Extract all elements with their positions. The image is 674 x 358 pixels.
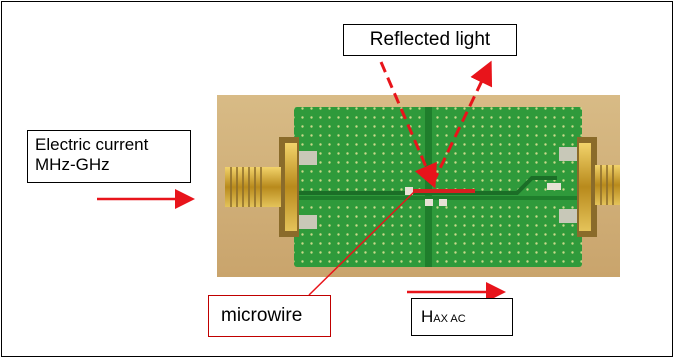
left-sma-connector (225, 137, 317, 237)
electric-current-line1: Electric current (35, 135, 149, 154)
circuit-board-photo (217, 95, 620, 277)
h-field-label: HAX AC (411, 298, 513, 336)
reflected-light-label: Reflected light (343, 24, 517, 56)
microwire-pointer-line (308, 191, 415, 296)
right-sma-connector (559, 137, 620, 237)
electric-current-line2: MHz-GHz (35, 155, 110, 175)
microwire-element (405, 189, 475, 193)
board-illustration (217, 95, 620, 277)
microwire-label: microwire (208, 295, 331, 337)
strip-line (292, 191, 492, 195)
reflected-light-arrow (431, 60, 493, 184)
h-field-symbol: H (421, 307, 434, 326)
h-field-subscript: AX AC (433, 313, 466, 325)
incident-light-arrow (379, 61, 437, 189)
electric-current-label: Electric current MHz-GHz (27, 130, 191, 183)
